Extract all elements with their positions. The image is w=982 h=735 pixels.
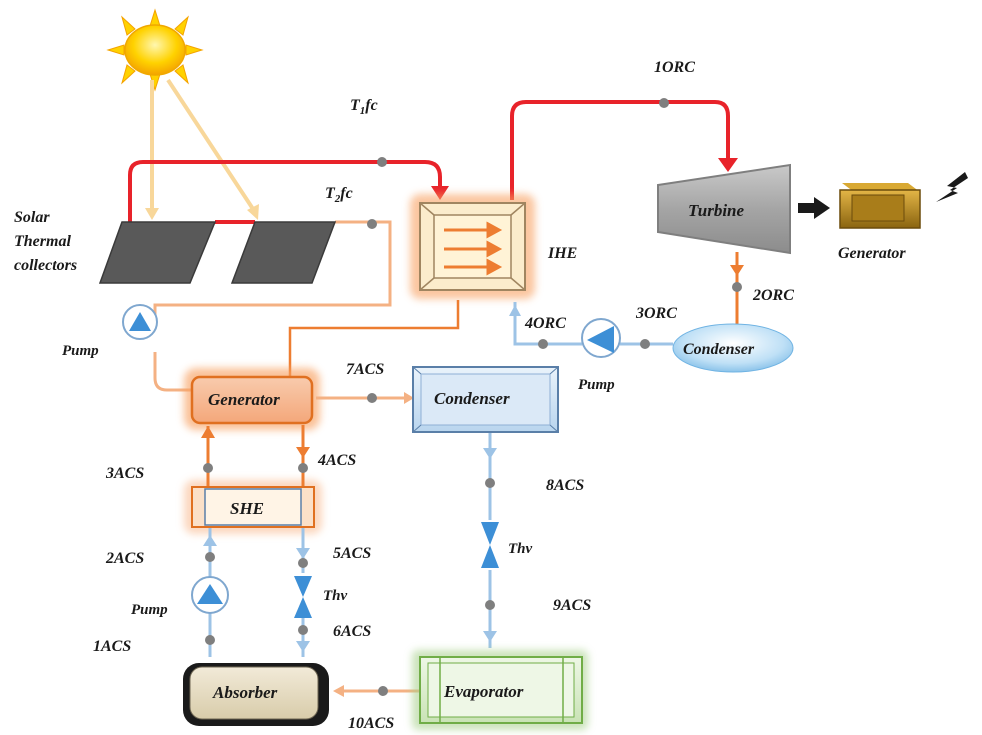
- acs-condenser-label: Condenser: [434, 389, 510, 408]
- acs-line-7-arrowhead: [404, 392, 414, 404]
- acs-line-10-arrowhead: [333, 685, 344, 697]
- orc-pump[interactable]: [581, 318, 621, 358]
- state-label-2acs: 2ACS: [105, 550, 144, 567]
- acs-condenser[interactable]: [412, 366, 559, 433]
- state-label-4orc: 4ORC: [524, 315, 566, 332]
- sun-icon: [106, 8, 204, 92]
- orc-condenser-label: Condenser: [683, 341, 755, 358]
- acs-line-3-arrowhead: [201, 426, 215, 438]
- acs-line-2-arrowhead: [203, 535, 217, 546]
- state-label-1acs: 1ACS: [93, 638, 131, 655]
- node-6acs: [298, 625, 308, 635]
- turbine[interactable]: [657, 163, 791, 255]
- state-label-4acs: 4ACS: [317, 452, 356, 469]
- she-label: SHE: [230, 499, 264, 518]
- node-9acs: [485, 600, 495, 610]
- evaporator-label: Evaporator: [443, 682, 524, 701]
- state-label-10acs: 10ACS: [348, 715, 394, 732]
- acs-line-4-arrowhead: [296, 447, 310, 458]
- thv-right-label: Thv: [508, 541, 533, 557]
- evaporator[interactable]: [419, 656, 583, 724]
- acs-line-5-arrowhead: [296, 548, 310, 559]
- absorber[interactable]: [183, 663, 329, 726]
- state-label-6acs: 6ACS: [333, 623, 371, 640]
- ihe-flow-arrows-icon: [444, 221, 503, 276]
- solar-label-line2: Thermal: [14, 233, 71, 250]
- state-label-1orc: 1ORC: [654, 59, 695, 76]
- ihe-label: IHE: [547, 245, 577, 262]
- ihe-heat-exchanger[interactable]: [419, 202, 526, 291]
- state-nodes: [203, 98, 742, 696]
- state-label-3orc: 3ORC: [635, 305, 677, 322]
- node-1acs: [205, 635, 215, 645]
- thv-left-valve-icon[interactable]: [294, 576, 312, 618]
- node-3orc: [640, 339, 650, 349]
- node-8acs: [485, 478, 495, 488]
- node-t2fc: [367, 219, 377, 229]
- state-label-9acs: 9ACS: [553, 597, 591, 614]
- acs-line-9-arrowhead: [483, 631, 497, 642]
- solar-collector-panels: [98, 221, 337, 284]
- shaft-arrow-icon: [798, 197, 830, 219]
- electric-generator[interactable]: [839, 183, 921, 229]
- she-heat-exchanger[interactable]: [191, 486, 315, 528]
- orc-pump-label: Pump: [578, 377, 615, 393]
- node-3acs: [203, 463, 213, 473]
- ray-arrowhead-left: [145, 208, 159, 220]
- state-label-7acs: 7ACS: [346, 361, 384, 378]
- lightning-icon: [936, 172, 968, 202]
- orc-condenser[interactable]: [672, 323, 794, 373]
- sun-ray-arrows: [150, 78, 257, 214]
- absorber-label: Absorber: [212, 683, 278, 702]
- state-label-t1fc: T1fc: [350, 97, 378, 117]
- acs-line-6-arrowhead: [296, 641, 310, 652]
- node-5acs: [298, 558, 308, 568]
- thv-left-label: Thv: [323, 588, 348, 604]
- node-2acs: [205, 552, 215, 562]
- node-4acs: [298, 463, 308, 473]
- orc-line-2-arrowhead: [730, 265, 744, 276]
- solar-label-line1: Solar: [14, 209, 50, 226]
- solar-pump[interactable]: [122, 304, 158, 340]
- hot-arrowhead-ihe: [431, 186, 449, 200]
- acs-pump[interactable]: [191, 576, 229, 614]
- state-label-5acs: 5ACS: [333, 545, 371, 562]
- acs-pump-label: Pump: [131, 602, 168, 618]
- solar-collectors-label: Solar Thermal collectors: [14, 209, 77, 274]
- node-4orc: [538, 339, 548, 349]
- solar-pump-label: Pump: [62, 343, 99, 359]
- node-7acs: [367, 393, 377, 403]
- node-t1fc: [377, 157, 387, 167]
- acs-line-3-4: [206, 425, 305, 486]
- acs-generator[interactable]: [190, 375, 314, 425]
- solar-label-line3: collectors: [14, 257, 77, 274]
- solar-hot-loop: [128, 100, 730, 224]
- state-label-3acs: 3ACS: [105, 465, 144, 482]
- node-1orc: [659, 98, 669, 108]
- acs-line-8-arrowhead: [483, 448, 497, 459]
- state-label-8acs: 8ACS: [546, 477, 584, 494]
- ray-arrowhead-right: [247, 204, 259, 220]
- state-label-2orc: 2ORC: [752, 287, 794, 304]
- electric-generator-label: Generator: [838, 245, 906, 262]
- orc-return-arrowhead: [509, 305, 521, 316]
- node-2orc: [732, 282, 742, 292]
- hot-arrowhead-turbine: [718, 158, 738, 172]
- state-label-t2fc: T2fc: [325, 185, 353, 205]
- node-10acs: [378, 686, 388, 696]
- ihe-to-generator-line: [288, 300, 460, 395]
- acs-generator-label: Generator: [208, 390, 280, 409]
- turbine-label: Turbine: [688, 201, 745, 220]
- thv-right-valve-icon[interactable]: [481, 522, 499, 568]
